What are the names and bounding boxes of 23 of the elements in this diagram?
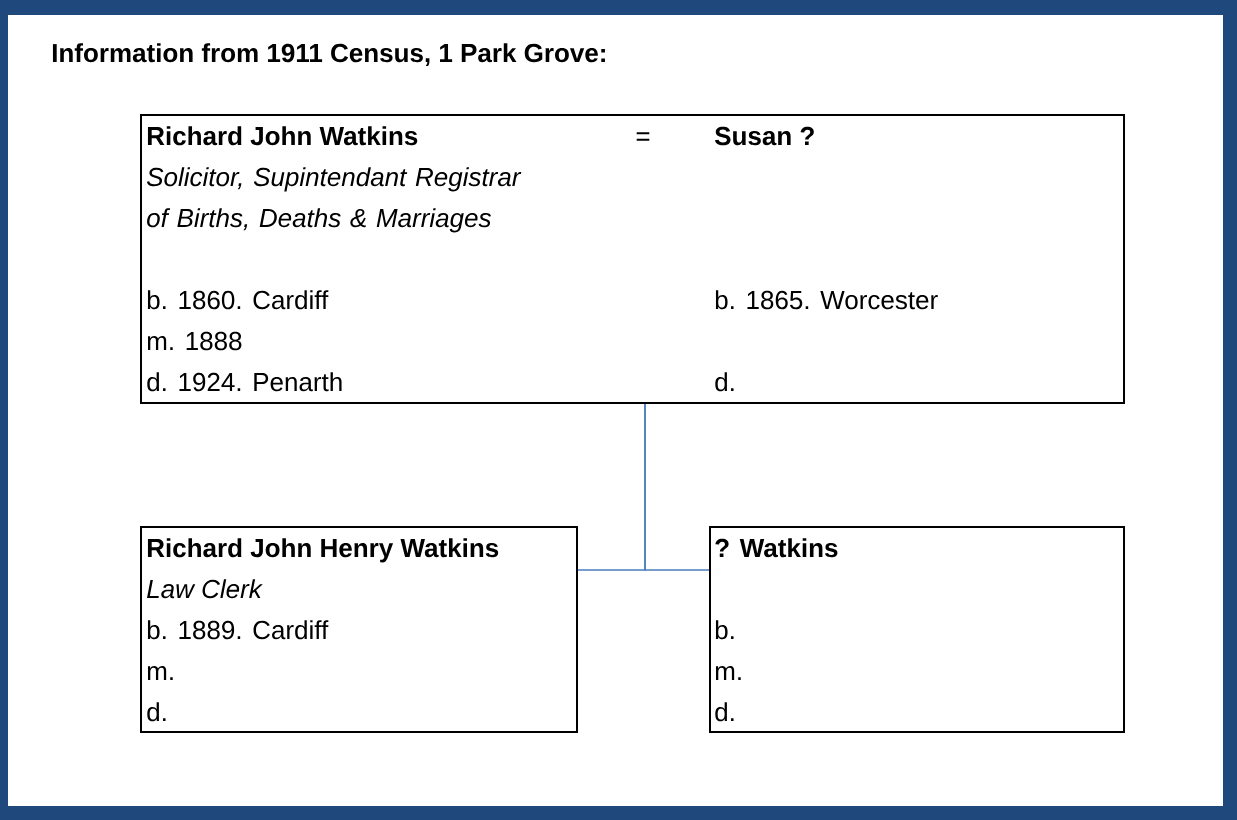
person-name: Richard John Henry Watkins [147, 538, 499, 563]
person-name: ? Watkins [715, 538, 838, 558]
birth-entry: b. 1889. Cardiff [147, 620, 329, 640]
marriage-entry: m. [715, 666, 741, 680]
equals-sign: = [636, 132, 650, 141]
death-entry: d. [147, 702, 166, 722]
person-name: Richard John Watkins [147, 126, 418, 146]
title: Information from 1911 Census, 1 Park Grove: [52, 43, 605, 67]
death-entry: d. 1924. Penarth [147, 372, 342, 392]
occupation: Solicitor, Supintendant Registrar of Births, Deaths & Marriages [146, 167, 522, 233]
death-entry: d. [715, 372, 734, 392]
marriage-entry: m. [147, 666, 173, 680]
person-box [140, 526, 578, 733]
connector-line [644, 403, 710, 571]
birth-entry: b. 1860. Cardiff [147, 290, 329, 310]
couple-box [140, 114, 1125, 404]
death-entry: d. [715, 702, 734, 722]
person-name: Susan ? [714, 126, 814, 146]
birth-entry: b. 1865. Worcester [715, 290, 938, 310]
person-box [709, 526, 1125, 733]
birth-entry: b. [715, 620, 734, 640]
occupation: Law Clerk [147, 579, 263, 599]
marriage-entry: m. 1888 [147, 331, 242, 351]
